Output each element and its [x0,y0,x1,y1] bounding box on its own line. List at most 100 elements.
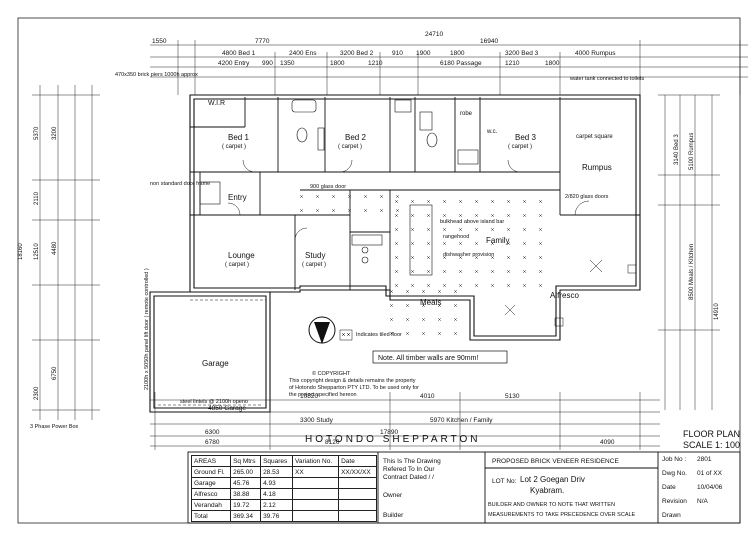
tile-mark [442,199,447,204]
table-cell [292,488,340,500]
dim-text: 4000 Rumpus [575,50,616,57]
room-sub-bed3: ( carpet ) [508,144,532,150]
room-label-wir: W.I.R [208,100,225,107]
table-cell: Alfresco [190,488,232,500]
table-cell: Garage [190,477,232,489]
dim-text: 3140 Bed 3 [674,134,680,165]
timber-note-box [372,350,508,364]
room-labels: W.I.R Bed 1 ( carpet ) Bed 2 ( carpet ) … [202,100,613,368]
table-cell [338,510,377,522]
town: Kyabram. [530,486,565,495]
tile-legend-mark [341,332,351,337]
tile-mark [410,283,415,288]
table-cell: 4.93 [260,477,294,489]
dim-text: 10820 [300,393,318,400]
tile-mark [506,199,511,204]
tile-mark [490,227,495,232]
table-cell: XX/XX/XX [338,466,377,478]
room-label-robe: robe [460,111,473,117]
tile-mark [426,213,431,218]
dim-text: 1900 [416,50,431,57]
tile-mark [394,213,399,218]
tile-legend-swatch [339,329,353,341]
dim-text: 12510 [34,243,40,260]
tile-mark [347,194,352,199]
toilet-icon [426,132,438,148]
dim-text: 5130 [505,393,520,400]
dim-text: 4800 Bed 1 [222,50,256,57]
tile-mark [331,208,336,213]
room-label-wc: w.c. [486,129,498,135]
tile-mark [453,289,458,294]
top-dimension-labels: 1550 7770 24710 16940 4800 Bed 1 2400 En… [152,31,616,67]
room-sub-lounge: ( carpet ) [225,262,249,268]
tile-mark [394,255,399,260]
table-cell: Total [190,510,232,522]
dim-text: 4090 [600,439,615,446]
tile-mark [522,269,527,274]
dim-text: 24710 [425,31,443,38]
tile-mark [474,269,479,274]
tile-mark [405,303,410,308]
note-text: 2100h x 5050h panel lift door ( remote c… [144,268,150,390]
tile-mark [490,283,495,288]
door-swings [227,159,590,241]
table-cell [292,499,340,511]
builder-note-line: MEASUREMENTS TO TAKE PRECEDENCE OVER SCA… [488,512,636,518]
fixtures [199,99,479,276]
dim-text: 17890 [380,429,398,436]
tile-mark [410,199,415,204]
tile-mark [474,283,479,288]
tile-mark [538,283,543,288]
table-cell: 28.53 [260,466,294,478]
dim-text: 1800 [330,60,345,67]
tile-mark [453,303,458,308]
tile-mark [421,317,426,322]
tile-mark [437,331,442,336]
tile-mark [538,213,543,218]
dim-text: 8500 Meals / Kitchen [689,244,695,300]
tile-mark [421,289,426,294]
tile-mark [506,227,511,232]
tile-mark [389,303,394,308]
room-label-entry: Entry [228,193,247,202]
vanity-icon [317,127,325,151]
dim-text: 3200 [52,126,58,140]
tile-mark [394,227,399,232]
reference-line: Refered To In Our [383,466,435,473]
tile-mark [538,241,543,246]
laundry-trough-icon [419,111,433,131]
tile-mark [394,241,399,246]
tile-mark [522,283,527,288]
dim-text: 1800 [450,50,465,57]
tile-mark [442,255,447,260]
dim-text: 1210 [505,60,520,67]
dim-text: 6300 [205,429,220,436]
note-text: 470x350 brick piers 1000h approx [115,72,198,78]
tile-mark [490,269,495,274]
table-cell [338,477,377,489]
tile-mark [299,194,304,199]
table-header: AREAS [190,455,232,467]
tile-mark [458,227,463,232]
right-dimensions [658,94,720,410]
project-title: PROPOSED BRICK VENEER RESIDENCE [492,458,619,465]
dim-text: 1550 [152,38,167,45]
dim-text: 3200 Bed 2 [340,50,374,57]
tile-mark [347,208,352,213]
table-header: Squares [260,455,294,467]
plan-notes: non standard door frame water tank conne… [30,72,645,430]
note-text: steel lintels @ 2100h openo [180,399,248,405]
areas-table: AREAS Sq Mtrs Squares Variation No. Date… [190,455,377,522]
tile-mark [453,317,458,322]
tile-mark [458,283,463,288]
tile-mark [395,194,400,199]
tile-mark [458,269,463,274]
tile-mark [522,213,527,218]
table-cell [292,477,340,489]
tile-mark [474,241,479,246]
tile-mark [389,317,394,322]
